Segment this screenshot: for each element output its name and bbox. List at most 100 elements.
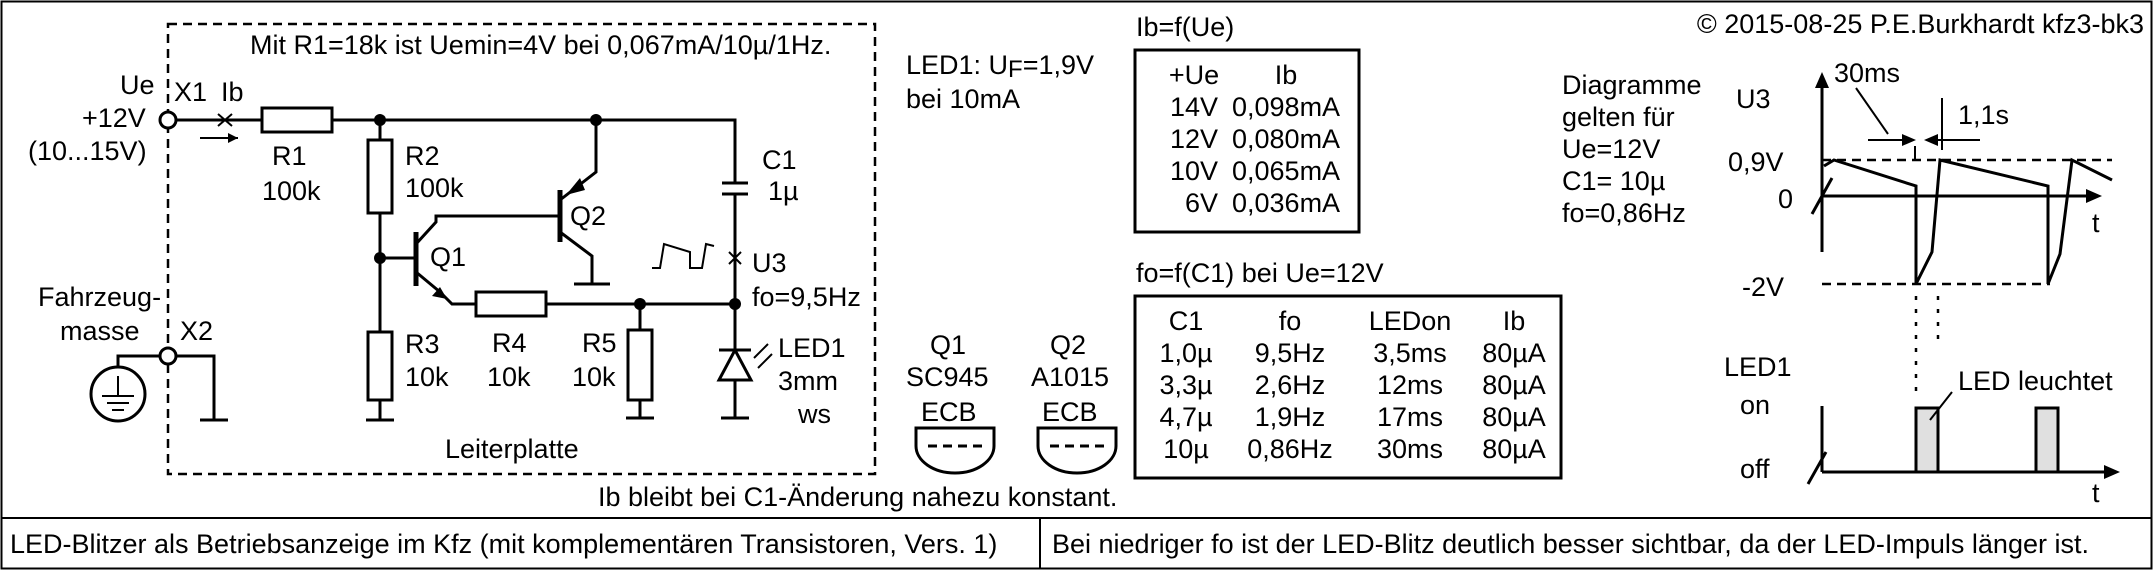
u3-waveform <box>1823 157 2113 285</box>
led1-timing-diagram: LED1 on off t LED leuchtet <box>1724 352 2120 508</box>
c1-name: C1 <box>762 145 797 175</box>
r3-resistor <box>366 330 394 402</box>
ib-label: Ib <box>221 77 244 107</box>
ib-arrow <box>228 133 238 143</box>
fo-table <box>1133 294 1563 480</box>
ib-table-header: +Ue <box>1169 60 1219 90</box>
ib-table-cell: 0,080mA <box>1232 124 1340 154</box>
r3-name: R3 <box>405 329 440 359</box>
led-t-label: t <box>2092 478 2100 508</box>
diagram-note-line: fo=0,86Hz <box>1562 198 1686 228</box>
ib-marker <box>217 113 233 127</box>
fo-label: fo=9,5Hz <box>752 282 861 312</box>
ib-table-cell: 0,098mA <box>1232 92 1340 122</box>
r2-value: 100k <box>405 173 464 203</box>
ib-table-cell: 0,065mA <box>1232 156 1340 186</box>
fo-table-cell: 4,7µ <box>1159 402 1212 432</box>
fo-table-cell: 80µA <box>1482 402 1546 432</box>
u3-testpoint <box>728 251 742 265</box>
r4-resistor <box>474 290 548 318</box>
ib-table-title: Ib=f(Ue) <box>1136 12 1234 42</box>
r1-name: R1 <box>272 141 307 171</box>
ib-table <box>1133 48 1361 234</box>
ground-label-2: masse <box>60 316 140 346</box>
r1-value: 100k <box>262 176 321 206</box>
c1-value: 1µ <box>768 176 799 206</box>
diagram-note-line: C1= 10µ <box>1562 166 1665 196</box>
u3-timing-diagram: U3 t 0,9V 0 -2V 30ms 1,1s <box>1728 58 2113 392</box>
v09-label: 0,9V <box>1728 147 1784 177</box>
q1-pinout-name: Q1 <box>930 330 966 360</box>
ib-table-cell: 6V <box>1185 188 1218 218</box>
u3-axis-label: U3 <box>1736 84 1771 114</box>
r5-name: R5 <box>582 328 617 358</box>
r2-resistor <box>366 138 394 215</box>
ground-label-1: Fahrzeug- <box>38 282 161 312</box>
fo-table-header: Ib <box>1503 306 1526 336</box>
ib-table-cell: 10V <box>1170 156 1218 186</box>
led-spec-line1: LED1: UF=1,9V <box>906 50 1094 83</box>
fo-table-cell: 3,3µ <box>1159 370 1212 400</box>
q2-pinout: Q2 A1015 ECB <box>1031 330 1118 475</box>
led1-name: LED1 <box>778 333 846 363</box>
fo-table-cell: 10µ <box>1163 434 1209 464</box>
r5-value: 10k <box>572 362 616 392</box>
copyright: © 2015-08-25 P.E.Burkhardt kfz3-bk3 <box>1697 9 2144 39</box>
fo-table-cell: 0,86Hz <box>1247 434 1333 464</box>
input-name: Ue <box>120 70 155 100</box>
led1-size: 3mm <box>778 366 838 396</box>
x2-terminal <box>158 346 178 366</box>
fo-table-cell: 17ms <box>1377 402 1443 432</box>
q1-pinout-type: SC945 <box>906 362 989 392</box>
pcb-outline <box>166 22 877 476</box>
s11-label: 1,1s <box>1958 100 2009 130</box>
ib-constant-note: Ib bleibt bei C1-Änderung nahezu konstan… <box>598 482 1117 512</box>
fo-table-cell: 12ms <box>1377 370 1443 400</box>
footer-note: Bei niedriger fo ist der LED-Blitz deutl… <box>1052 529 2089 559</box>
fo-table-cell: 1,0µ <box>1159 338 1212 368</box>
led-off-label: off <box>1740 454 1770 484</box>
u3-t-label: t <box>2092 208 2100 238</box>
v0-label: 0 <box>1778 184 1793 214</box>
u3-label: U3 <box>752 248 787 278</box>
led1-diode <box>716 346 754 382</box>
q2-pinout-pins: ECB <box>1042 397 1098 427</box>
q2-pinout-name: Q2 <box>1050 330 1086 360</box>
c1-capacitor <box>722 181 748 304</box>
fo-table-cell: 30ms <box>1377 434 1443 464</box>
fo-table-cell: 9,5Hz <box>1255 338 1326 368</box>
q2-label: Q2 <box>570 201 606 231</box>
diagram-note-line: gelten für <box>1562 102 1675 132</box>
x2-label: X2 <box>180 316 213 346</box>
led-on-label: on <box>1740 390 1770 420</box>
to92-package-q2 <box>1036 426 1118 475</box>
fo-table-header: C1 <box>1169 306 1204 336</box>
r2-name: R2 <box>405 141 440 171</box>
fo-table-title: fo=f(C1) bei Ue=12V <box>1136 258 1384 288</box>
ib-table-cell: 12V <box>1170 124 1218 154</box>
x1-terminal <box>158 110 178 130</box>
led1-color: ws <box>797 399 831 429</box>
ib-table-header: Ib <box>1275 60 1298 90</box>
input-voltage: +12V <box>82 103 146 133</box>
r5-resistor <box>626 328 654 402</box>
ib-table-cell: 14V <box>1170 92 1218 122</box>
fo-table-cell: 80µA <box>1482 338 1546 368</box>
footer-title: LED-Blitzer als Betriebsanzeige im Kfz (… <box>10 529 997 559</box>
diagram-note-line: Diagramme <box>1562 70 1702 100</box>
ms30-label: 30ms <box>1834 58 1900 88</box>
fo-table-cell: 1,9Hz <box>1255 402 1326 432</box>
vm2-label: -2V <box>1742 272 1784 302</box>
to92-package-q1 <box>914 426 996 475</box>
x1-label: X1 <box>174 77 207 107</box>
waveform-glyph <box>652 242 715 269</box>
diagram-note-line: Ue=12V <box>1562 134 1660 164</box>
led1-axis-label: LED1 <box>1724 352 1792 382</box>
input-range: (10...15V) <box>28 136 147 166</box>
q2-pinout-type: A1015 <box>1031 362 1109 392</box>
ib-table-cell: 0,036mA <box>1232 188 1340 218</box>
fo-table-cell: 2,6Hz <box>1255 370 1326 400</box>
pcb-note: Mit R1=18k ist Uemin=4V bei 0,067mA/10µ/… <box>250 30 831 60</box>
